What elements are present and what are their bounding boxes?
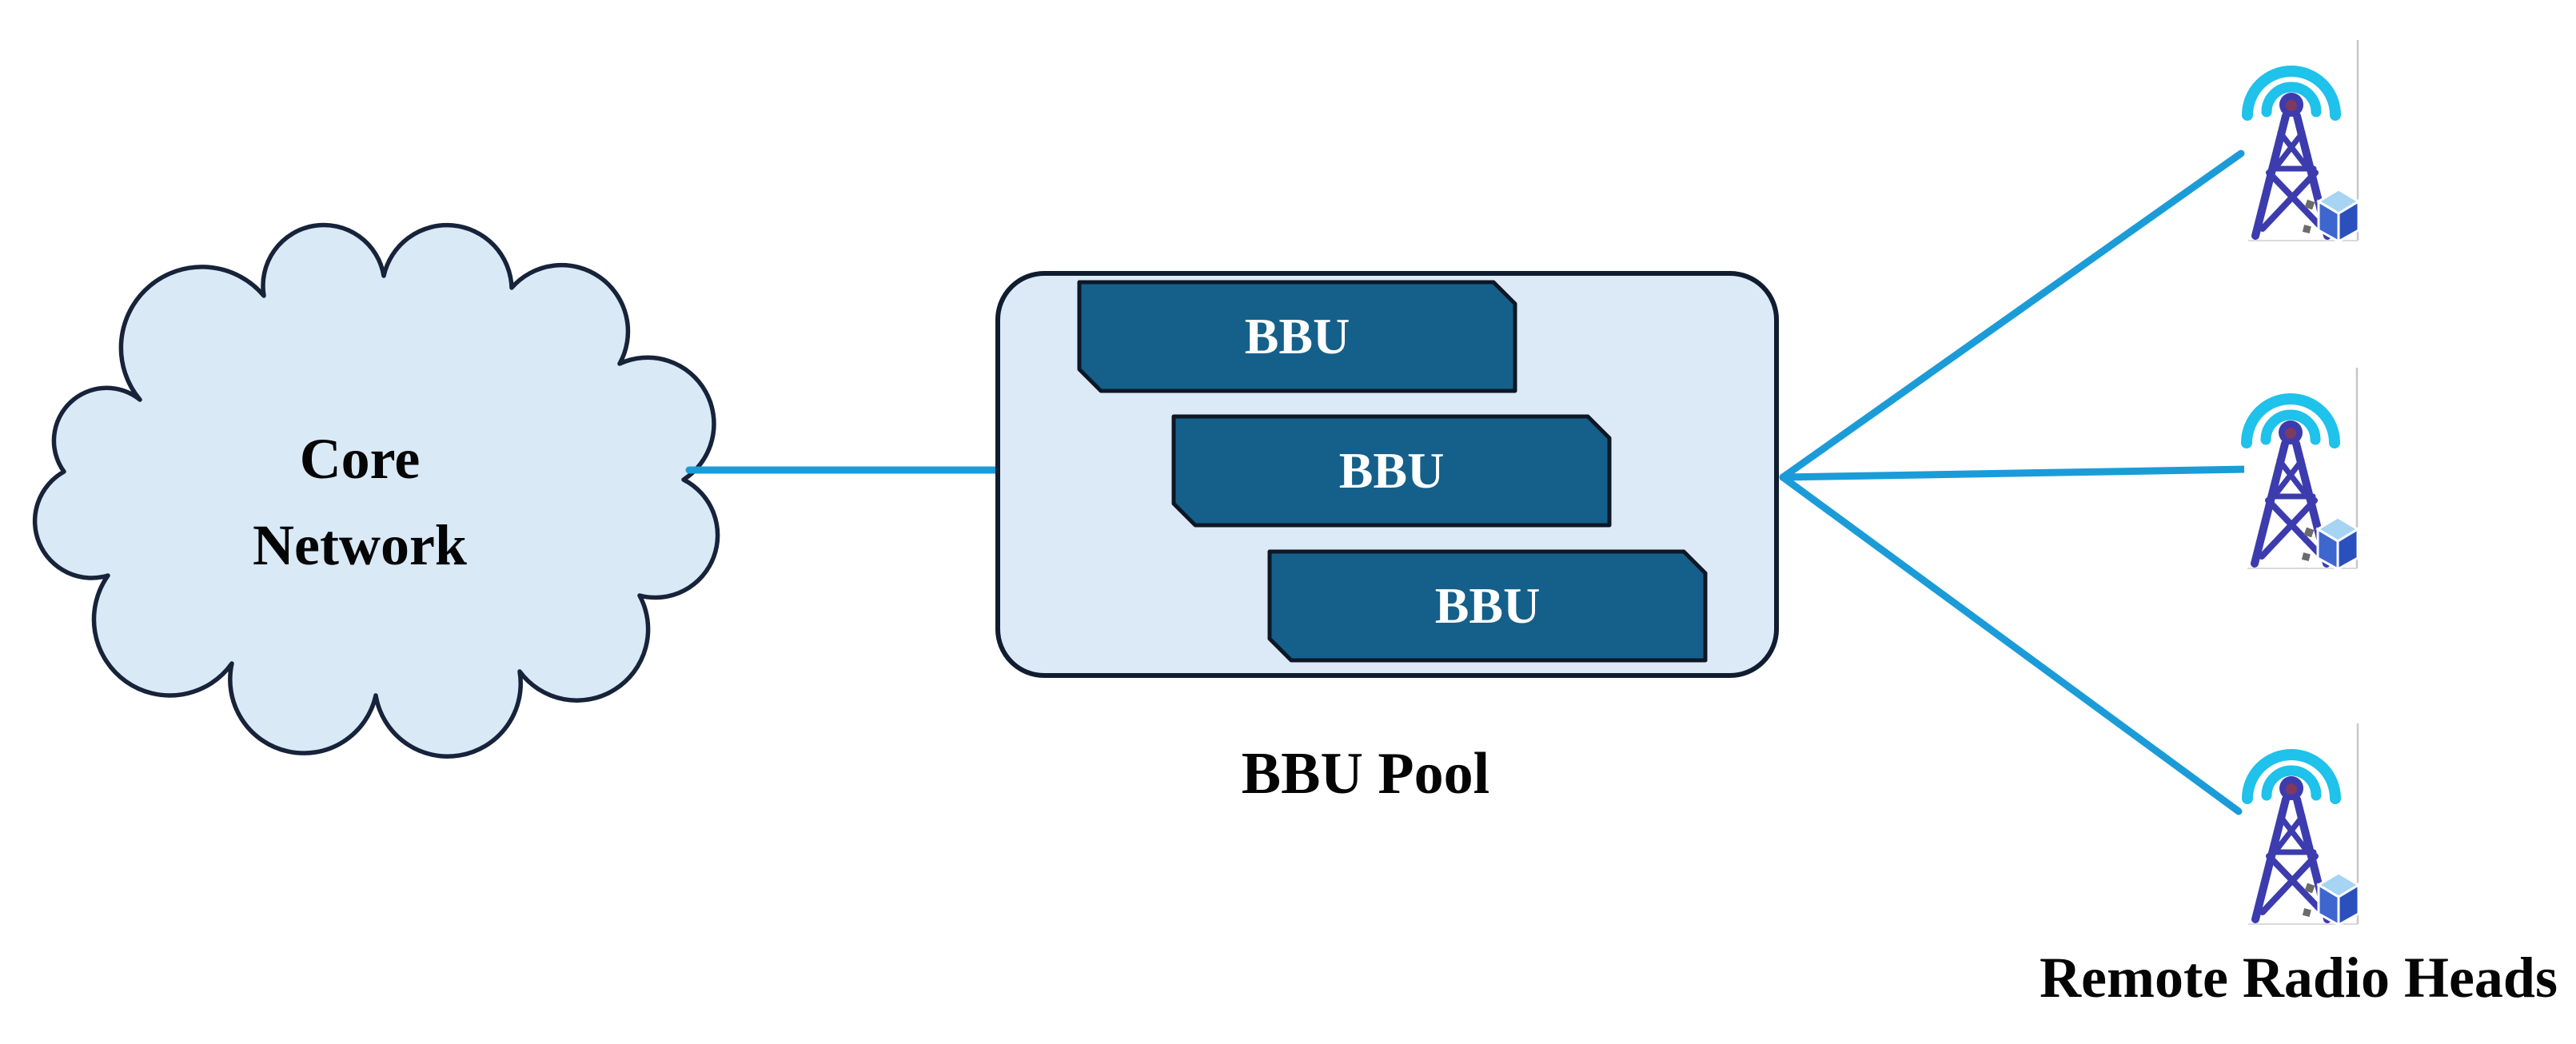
bbu-unit-label: BBU: [1338, 442, 1445, 499]
cell-tower-icon: [2245, 38, 2359, 241]
core-network-label: Core Network: [96, 406, 624, 598]
core-network-label-line1: Core: [299, 427, 421, 491]
bbu-unit-label: BBU: [1244, 308, 1350, 365]
bbu-unit-box-1: [1077, 280, 1517, 393]
fronthaul-link-1: [1779, 149, 2245, 481]
cell-tower-icon: [2245, 722, 2359, 925]
bbu-unit-label: BBU: [1434, 577, 1541, 634]
core-network-label-line2: Network: [253, 513, 467, 577]
bbu-pool-label: BBU Pool: [1241, 741, 1490, 807]
fronthaul-link-2: [1779, 465, 2251, 481]
bbu-unit-box-2: [1171, 414, 1612, 528]
core-network-cloud-icon: [32, 222, 720, 759]
fronthaul-link-3: [1779, 473, 2243, 815]
fronthaul-links: [1779, 149, 2251, 815]
bbu-unit-box-3: [1267, 549, 1708, 663]
remote-radio-heads-label: Remote Radio Heads: [2040, 946, 2558, 1010]
cell-tower-icon: [2244, 366, 2358, 569]
